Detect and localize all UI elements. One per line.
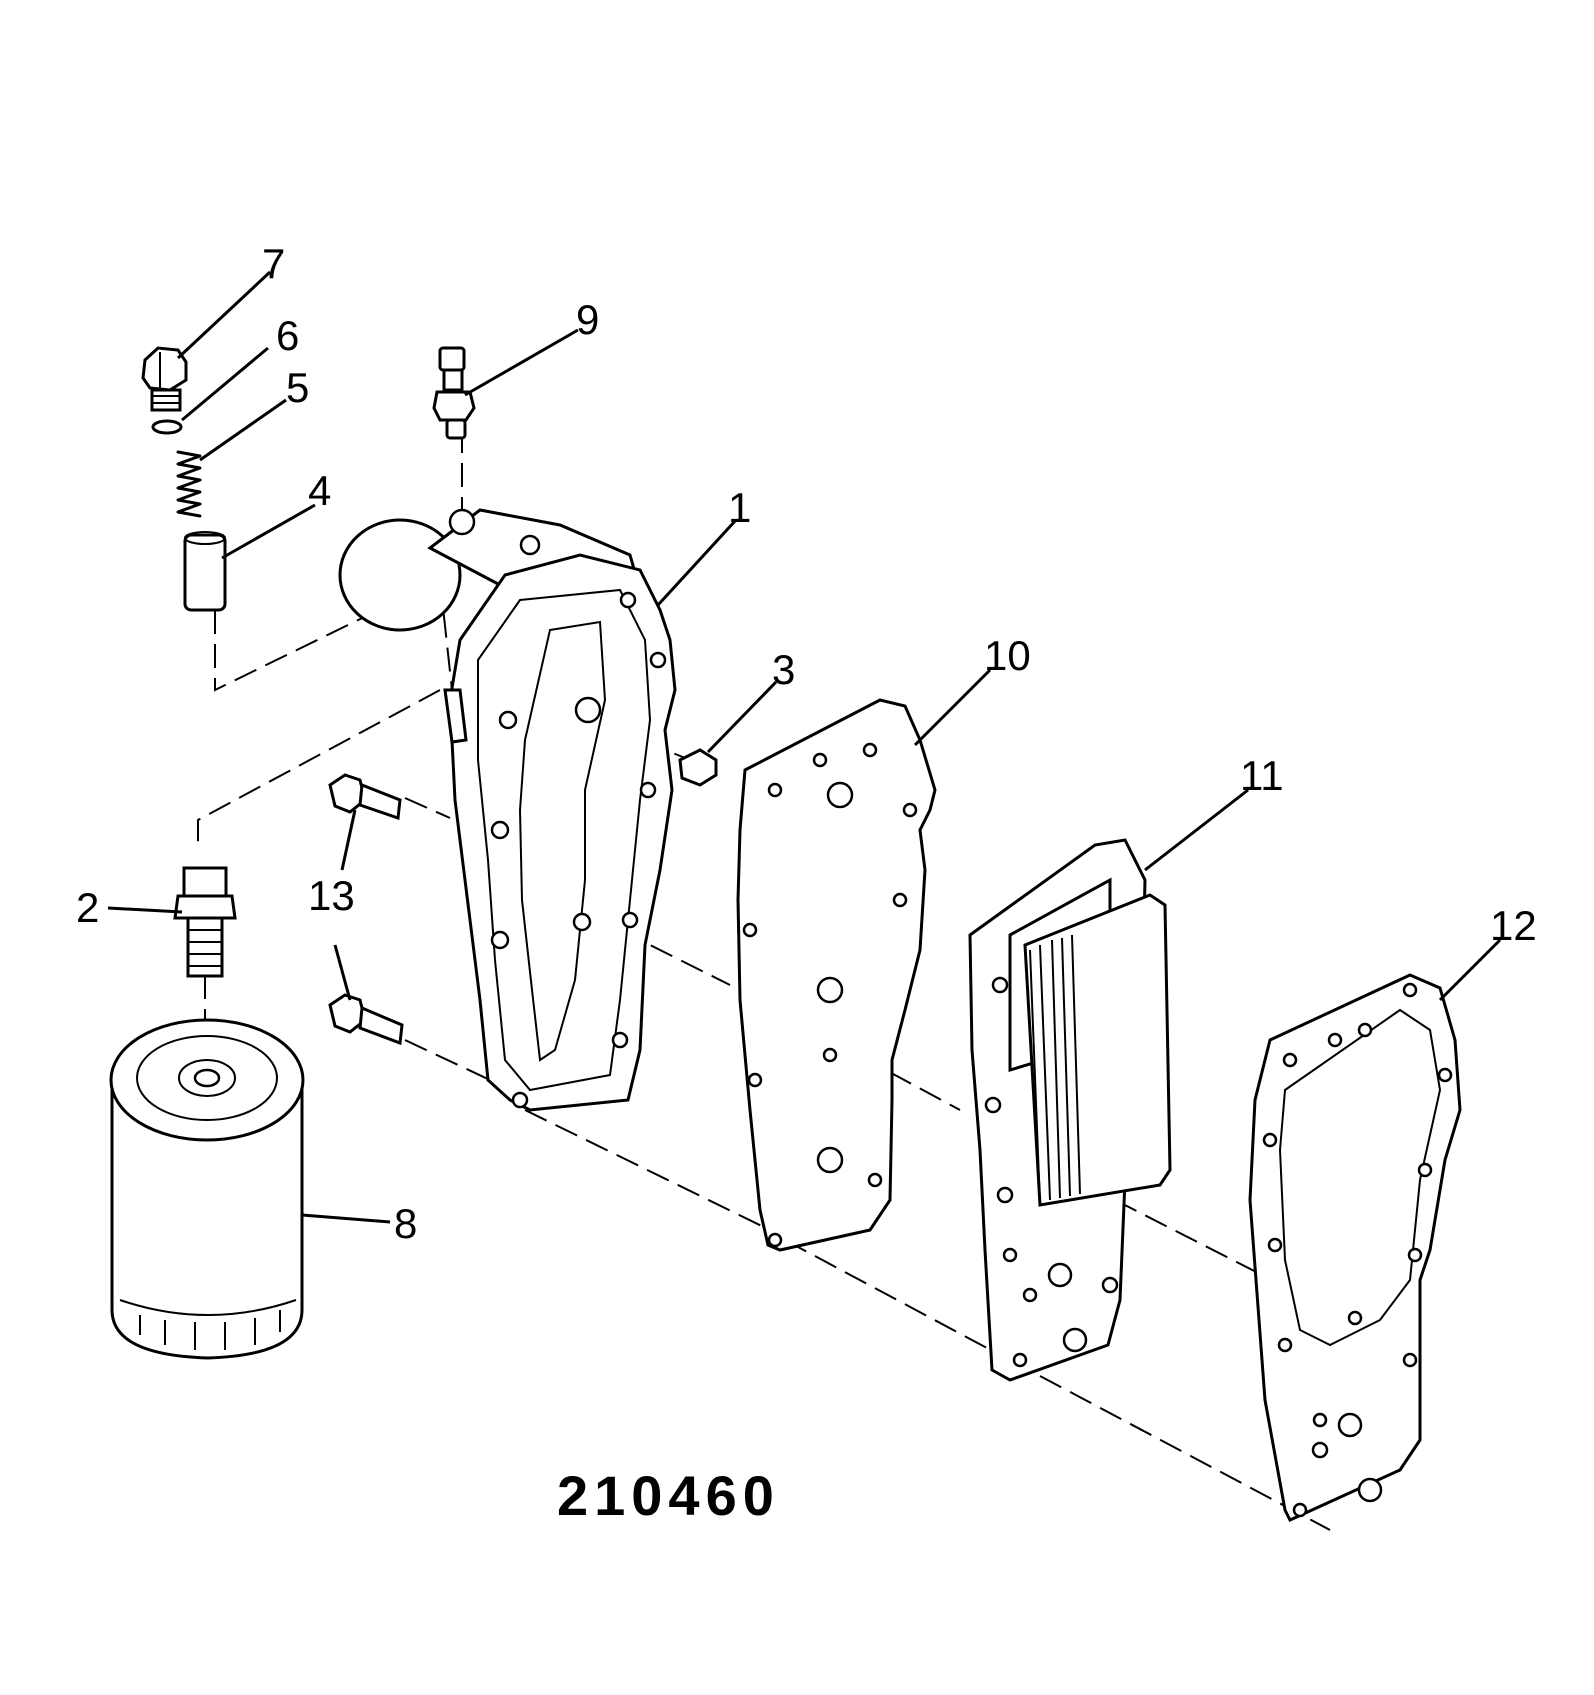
leader-lines bbox=[107, 270, 1502, 1224]
plunger-4 bbox=[183, 531, 227, 612]
plug-3 bbox=[678, 748, 718, 787]
callout-9: 9 bbox=[576, 296, 599, 343]
callout-1: 1 bbox=[728, 484, 751, 531]
callout-7: 7 bbox=[262, 240, 285, 287]
oil-filter-8 bbox=[109, 1018, 305, 1360]
callout-4: 4 bbox=[308, 467, 331, 514]
drawing-number: 210460 bbox=[557, 1464, 780, 1527]
adapter-nipple-2 bbox=[173, 866, 237, 978]
o-ring-6 bbox=[151, 419, 183, 435]
bolt-13-lower bbox=[328, 993, 404, 1046]
oil-cooler-core-11 bbox=[968, 838, 1172, 1382]
callout-labels: 7 6 5 4 9 1 3 10 11 12 2 13 8 bbox=[76, 240, 1537, 1247]
gasket-10 bbox=[736, 698, 937, 1252]
gasket-12 bbox=[1248, 973, 1462, 1522]
pressure-sensor-9 bbox=[432, 346, 476, 440]
callout-3: 3 bbox=[772, 646, 795, 693]
callout-12: 12 bbox=[1490, 902, 1537, 949]
callout-5: 5 bbox=[286, 364, 309, 411]
callout-8: 8 bbox=[394, 1200, 417, 1247]
spring-5 bbox=[176, 450, 202, 518]
callout-10: 10 bbox=[984, 632, 1031, 679]
callout-11: 11 bbox=[1240, 752, 1284, 799]
plug-7 bbox=[141, 346, 188, 412]
callout-6: 6 bbox=[276, 312, 299, 359]
bolt-13-upper bbox=[328, 773, 402, 821]
callout-2: 2 bbox=[76, 884, 99, 931]
callout-13: 13 bbox=[308, 872, 355, 919]
oil-cooler-housing-1 bbox=[338, 508, 677, 1112]
